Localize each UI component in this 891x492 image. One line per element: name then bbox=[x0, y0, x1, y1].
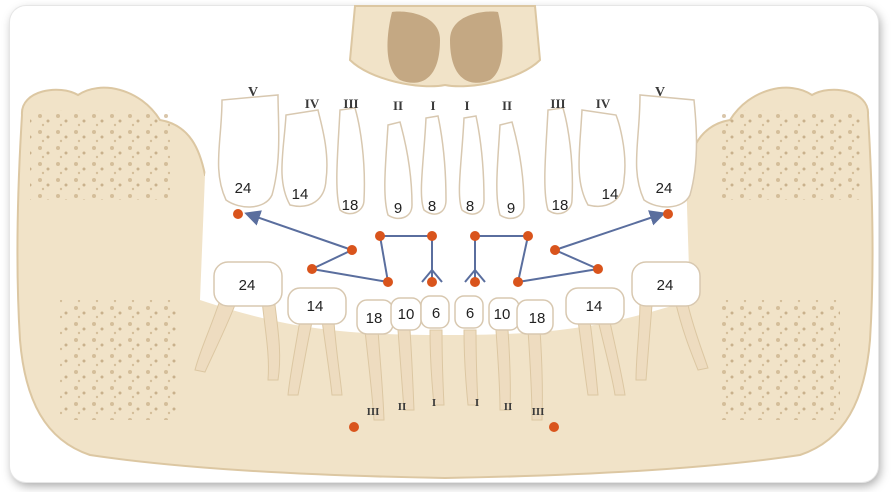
dot-i-lower-right bbox=[470, 277, 480, 287]
upper-number-3: 18 bbox=[342, 197, 359, 214]
dot-i-upper-left bbox=[427, 231, 437, 241]
mandible-bone bbox=[17, 88, 872, 478]
upper-number-4: 9 bbox=[394, 200, 402, 217]
nasal-structure bbox=[350, 6, 540, 86]
upper-label-5: I bbox=[430, 98, 435, 113]
dot-iv-left bbox=[307, 264, 317, 274]
upper-number-9: 14 bbox=[602, 186, 619, 203]
dot-iv-right bbox=[593, 264, 603, 274]
upper-number-1: 24 bbox=[235, 180, 252, 197]
upper-label-9: IV bbox=[596, 96, 611, 111]
lower-number-3: 18 bbox=[366, 310, 383, 327]
upper-number-8: 18 bbox=[552, 197, 569, 214]
upper-number-2: 14 bbox=[292, 186, 309, 203]
upper-number-10: 24 bbox=[656, 180, 673, 197]
dot-lower-iii-right bbox=[549, 422, 559, 432]
lower-label-6: III bbox=[532, 406, 545, 418]
lower-label-5: II bbox=[504, 401, 513, 413]
lower-number-9: 14 bbox=[586, 298, 603, 315]
lower-number-6: 6 bbox=[466, 305, 474, 322]
lower-number-10: 24 bbox=[657, 277, 674, 294]
upper-label-8: III bbox=[550, 96, 565, 111]
lower-number-1: 24 bbox=[239, 277, 256, 294]
upper-number-7: 9 bbox=[507, 200, 515, 217]
dot-iii-right bbox=[550, 245, 560, 255]
upper-number-6: 8 bbox=[466, 198, 474, 215]
upper-label-2: IV bbox=[305, 96, 320, 111]
lower-number-8: 18 bbox=[529, 310, 546, 327]
dot-i-upper-right bbox=[470, 231, 480, 241]
lower-number-4: 10 bbox=[398, 306, 415, 323]
dot-i-lower-left bbox=[427, 277, 437, 287]
lower-number-5: 6 bbox=[432, 305, 440, 322]
upper-label-4: II bbox=[393, 98, 403, 113]
dot-ii-upper-left bbox=[375, 231, 385, 241]
upper-label-6: I bbox=[464, 98, 469, 113]
lower-number-2: 14 bbox=[307, 298, 324, 315]
dot-ii-lower-left bbox=[383, 277, 393, 287]
upper-number-5: 8 bbox=[428, 198, 436, 215]
lower-number-7: 10 bbox=[494, 306, 511, 323]
upper-label-3: III bbox=[343, 96, 358, 111]
dot-lower-iii-left bbox=[349, 422, 359, 432]
upper-label-10: V bbox=[655, 85, 665, 100]
lower-label-1: III bbox=[367, 406, 380, 418]
lower-label-4: I bbox=[475, 397, 479, 409]
dot-iii-left bbox=[347, 245, 357, 255]
dot-ii-lower-right bbox=[513, 277, 523, 287]
upper-label-1: V bbox=[248, 85, 258, 100]
upper-label-7: II bbox=[502, 98, 512, 113]
lower-label-3: I bbox=[432, 397, 436, 409]
dot-upper-v-right bbox=[663, 209, 673, 219]
lower-label-2: II bbox=[398, 401, 407, 413]
dot-ii-upper-right bbox=[523, 231, 533, 241]
dot-upper-v-left bbox=[233, 209, 243, 219]
